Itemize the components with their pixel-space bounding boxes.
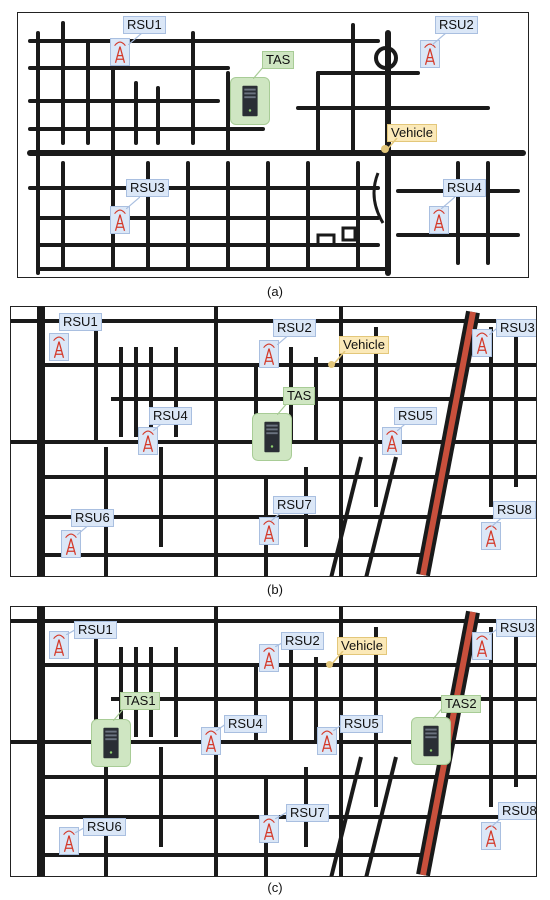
rsu6-label: RSU6 xyxy=(71,509,114,527)
rsu4-label: RSU4 xyxy=(443,179,486,197)
rsu1-label: RSU1 xyxy=(74,621,117,639)
rsu2-tower-icon xyxy=(259,644,279,672)
rsu6-label: RSU6 xyxy=(83,818,126,836)
rsu1-tower-icon xyxy=(49,631,69,659)
tas-label: TAS xyxy=(262,51,295,69)
rsu7-label: RSU7 xyxy=(273,496,316,514)
vehicle-marker-icon xyxy=(328,361,335,368)
rsu2-label: RSU2 xyxy=(435,16,478,34)
panel-c: RSU1 RSU2 RSU3 RSU4 RSU5 RSU6 RSU7 RSU8 … xyxy=(10,606,537,877)
vehicle-marker-icon xyxy=(326,661,333,668)
vehicle-label: Vehicle xyxy=(387,124,437,142)
panel-b: RSU1 RSU2 RSU3 RSU4 RSU5 RSU6 RSU7 RSU8 … xyxy=(10,306,537,577)
rsu8-tower-icon xyxy=(481,522,501,550)
caption-b: (b) xyxy=(267,582,283,597)
rsu6-tower-icon xyxy=(61,530,81,558)
rsu5-tower-icon xyxy=(382,427,402,455)
rsu5-label: RSU5 xyxy=(340,715,383,733)
tas1-label: TAS1 xyxy=(120,692,160,710)
rsu4-tower-icon xyxy=(429,206,449,234)
rsu1-label: RSU1 xyxy=(59,313,102,331)
vehicle-label: Vehicle xyxy=(339,336,389,354)
rsu3-tower-icon xyxy=(472,329,492,357)
rsu4-tower-icon xyxy=(138,427,158,455)
tas2-server-icon xyxy=(411,717,451,765)
rsu3-tower-icon xyxy=(110,206,130,234)
rsu1-tower-icon xyxy=(49,333,69,361)
rsu3-tower-icon xyxy=(472,632,492,660)
rsu3-label: RSU3 xyxy=(126,179,169,197)
rsu4-label: RSU4 xyxy=(224,715,267,733)
rsu8-label: RSU8 xyxy=(498,802,536,820)
caption-c: (c) xyxy=(267,880,283,895)
rsu3-label: RSU3 xyxy=(496,619,536,637)
vehicle-marker-icon xyxy=(381,145,389,153)
tas-label: TAS xyxy=(283,387,316,405)
rsu2-label: RSU2 xyxy=(281,632,324,650)
rsu2-tower-icon xyxy=(259,340,279,368)
rsu4-tower-icon xyxy=(201,727,221,755)
rsu1-tower-icon xyxy=(110,38,130,66)
tas1-server-icon xyxy=(91,719,131,767)
tas-server-icon xyxy=(230,77,270,125)
rsu3-label: RSU3 xyxy=(496,319,536,337)
tas2-label: TAS2 xyxy=(441,695,481,713)
rsu7-tower-icon xyxy=(259,517,279,545)
rsu5-label: RSU5 xyxy=(394,407,437,425)
panel-a: RSU1 RSU2 RSU3 RSU4 TAS Vehicle xyxy=(17,12,529,278)
tas-server-icon xyxy=(252,413,292,461)
rsu5-tower-icon xyxy=(317,727,337,755)
rsu6-tower-icon xyxy=(59,827,79,855)
vehicle-label: Vehicle xyxy=(337,637,387,655)
road-map-a xyxy=(27,21,526,276)
rsu2-label: RSU2 xyxy=(273,319,316,337)
rsu8-label: RSU8 xyxy=(493,501,536,519)
rsu1-label: RSU1 xyxy=(123,16,166,34)
rsu7-label: RSU7 xyxy=(286,804,329,822)
caption-a: (a) xyxy=(267,284,283,299)
rsu2-tower-icon xyxy=(420,40,440,68)
rsu7-tower-icon xyxy=(259,815,279,843)
rsu8-tower-icon xyxy=(481,822,501,850)
rsu4-label: RSU4 xyxy=(149,407,192,425)
